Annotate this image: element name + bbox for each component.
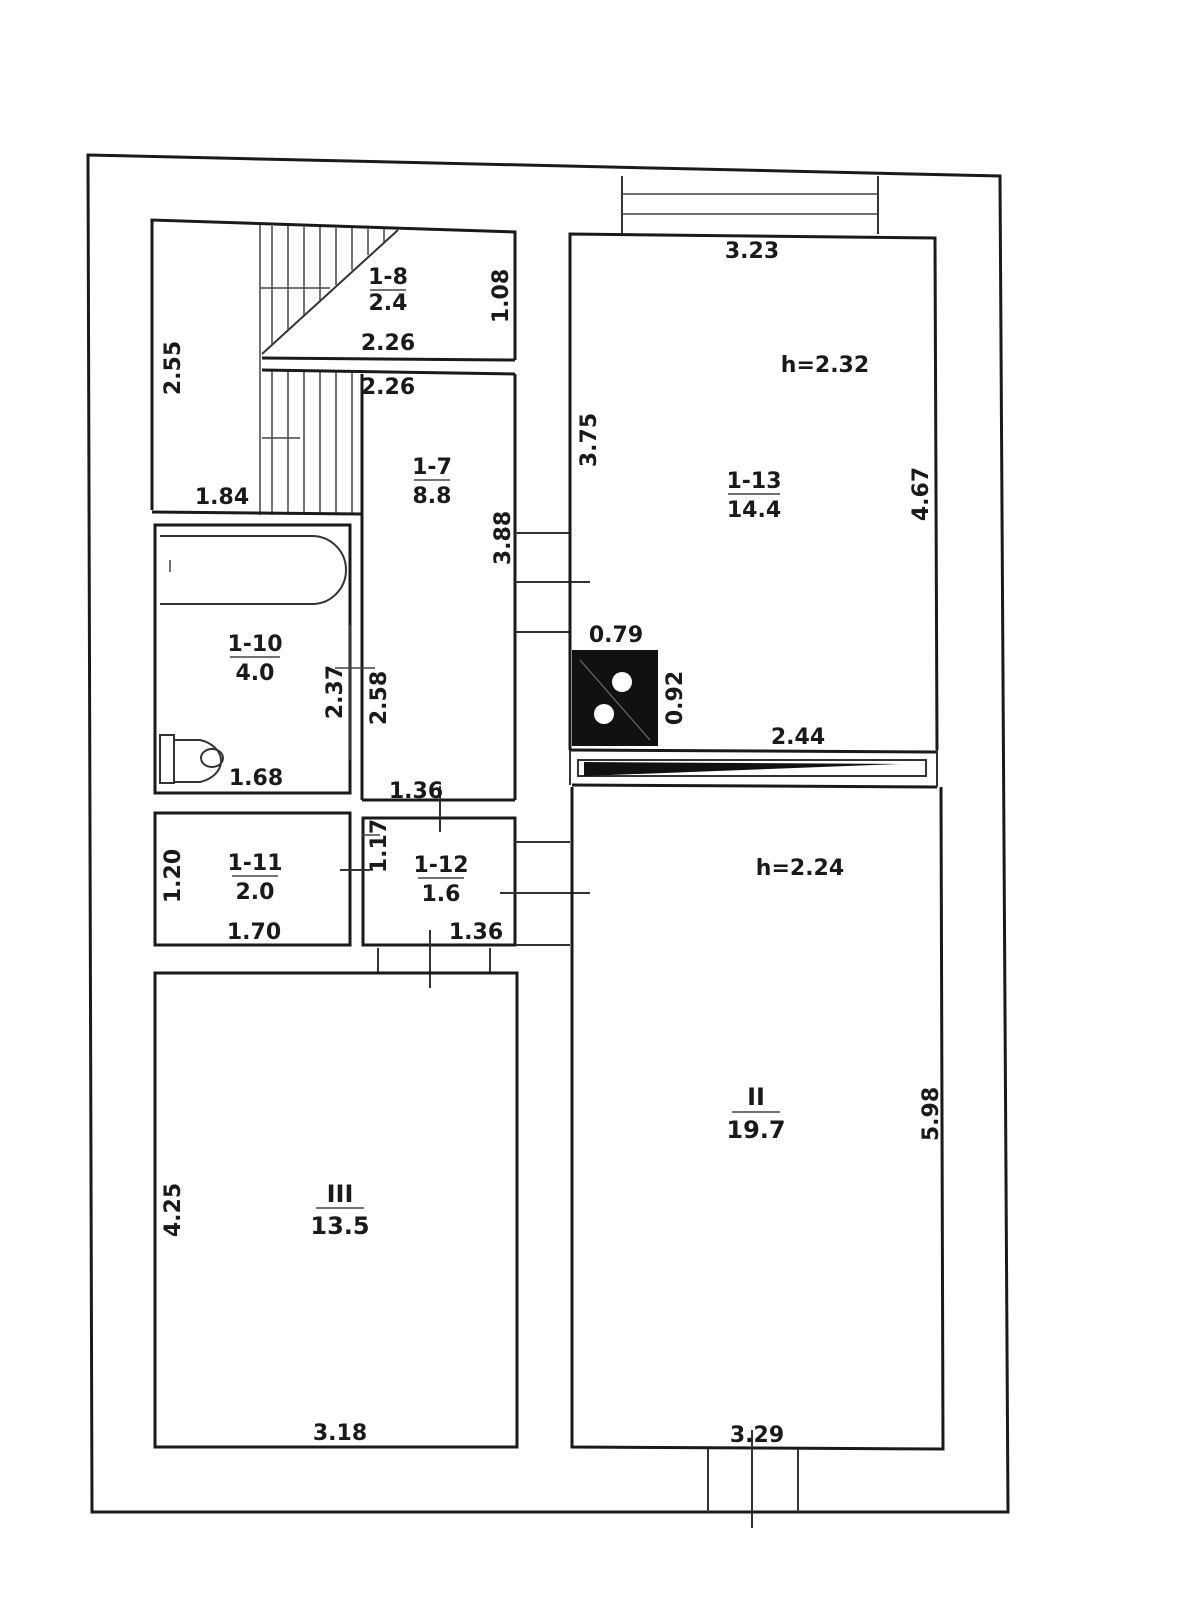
dim-2-55: 2.55 xyxy=(161,341,186,395)
svg-text:19.7: 19.7 xyxy=(726,1116,785,1144)
room-label-1-13: 1-13 14.4 xyxy=(726,469,781,523)
svg-text:4.0: 4.0 xyxy=(236,661,275,686)
chimney xyxy=(572,650,658,746)
dim-1-84: 1.84 xyxy=(195,485,249,510)
svg-text:1-12: 1-12 xyxy=(413,853,468,878)
svg-text:III: III xyxy=(327,1180,354,1208)
dim-0-79: 0.79 xyxy=(589,623,643,648)
room-label-1-7: 1-7 8.8 xyxy=(412,455,452,509)
landing-wall xyxy=(151,510,363,516)
svg-text:1-11: 1-11 xyxy=(227,851,282,876)
room-1-10-walls xyxy=(153,523,352,795)
beam xyxy=(577,759,927,777)
room-1-13-walls xyxy=(568,232,939,789)
dim-1-20: 1.20 xyxy=(161,849,186,903)
room-1-7-walls xyxy=(261,368,517,802)
dim-2-58: 2.58 xyxy=(367,671,392,725)
dim-1-68: 1.68 xyxy=(229,766,283,791)
dim-5-98: 5.98 xyxy=(919,1087,944,1141)
room-label-1-12: 1-12 1.6 xyxy=(413,853,468,907)
room-II-walls xyxy=(570,786,945,1451)
room-label-II: II 19.7 xyxy=(726,1083,785,1144)
svg-text:1-10: 1-10 xyxy=(227,632,282,657)
dim-2-26-a: 2.26 xyxy=(361,331,415,356)
dim-1-17: 1.17 xyxy=(367,819,392,873)
svg-text:1-13: 1-13 xyxy=(726,469,781,494)
dim-2-44: 2.44 xyxy=(771,725,825,750)
dim-3-29: 3.29 xyxy=(730,1423,784,1448)
top-balcony xyxy=(621,176,879,234)
bottom-balcony xyxy=(707,1430,799,1528)
dim-1-08: 1.08 xyxy=(489,269,514,323)
door-marks xyxy=(335,532,590,988)
dim-1-36-b: 1.36 xyxy=(449,920,503,945)
height-bottom: h=2.24 xyxy=(756,856,844,881)
dim-4-25: 4.25 xyxy=(161,1183,186,1237)
svg-text:2.4: 2.4 xyxy=(369,291,408,316)
svg-text:14.4: 14.4 xyxy=(727,498,781,523)
room-label-1-11: 1-11 2.0 xyxy=(227,851,282,905)
svg-text:2.0: 2.0 xyxy=(236,880,275,905)
room-1-8-walls xyxy=(150,218,517,510)
dim-0-92: 0.92 xyxy=(663,671,688,725)
room-label-1-10: 1-10 4.0 xyxy=(227,632,282,686)
room-label-III: III 13.5 xyxy=(310,1180,369,1240)
svg-text:1-7: 1-7 xyxy=(412,455,452,480)
dim-3-88: 3.88 xyxy=(491,511,516,565)
dim-3-18: 3.18 xyxy=(313,1421,367,1446)
svg-text:13.5: 13.5 xyxy=(310,1212,369,1240)
dim-3-23: 3.23 xyxy=(725,239,779,264)
staircase xyxy=(259,225,385,515)
room-label-1-8: 1-8 2.4 xyxy=(368,265,408,316)
svg-text:1-8: 1-8 xyxy=(368,265,408,290)
room-III-walls xyxy=(153,971,519,1449)
svg-text:8.8: 8.8 xyxy=(413,484,452,509)
outer-wall xyxy=(86,153,1010,1514)
svg-text:II: II xyxy=(747,1083,765,1111)
room-1-11-walls xyxy=(153,811,352,947)
dim-2-37: 2.37 xyxy=(323,665,348,719)
dim-1-70: 1.70 xyxy=(227,920,281,945)
dim-4-67: 4.67 xyxy=(909,467,934,521)
dim-1-36-a: 1.36 xyxy=(389,779,443,804)
height-top: h=2.32 xyxy=(781,353,869,378)
svg-text:1.6: 1.6 xyxy=(422,882,461,907)
dim-2-26-b: 2.26 xyxy=(361,375,415,400)
dim-3-75: 3.75 xyxy=(577,413,602,467)
